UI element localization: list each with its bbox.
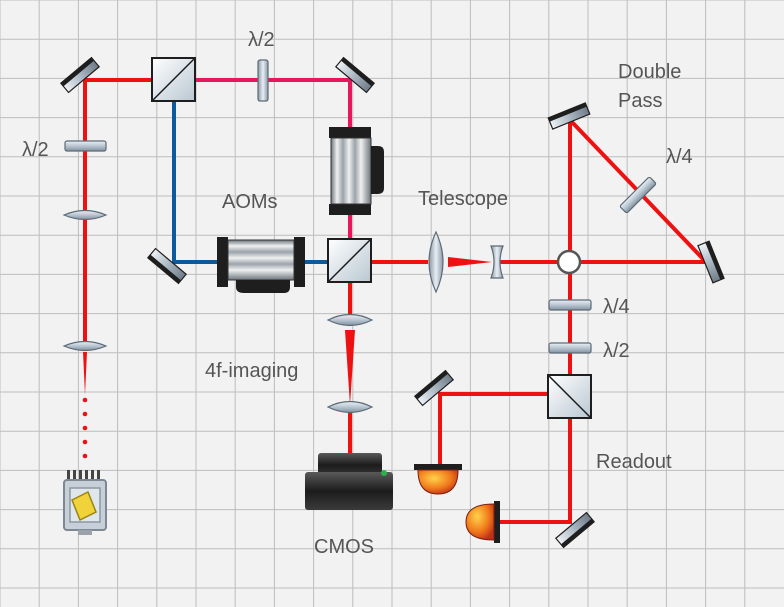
label-lambda2-left: λ/2 [22,139,49,161]
photodiode-upper [414,464,462,495]
beam-splitter-center [327,238,372,283]
waveplates [64,59,657,354]
beam-imaging-focus [345,330,355,405]
label-double-pass-line2: Pass [618,90,662,112]
waveplate-top-lambda2 [257,59,269,102]
mirror-readout-upper [413,369,455,407]
lens-imaging-lower [326,400,374,414]
laser-beams [83,76,709,524]
mirror-top-pink [334,56,376,94]
beam-focus-lower [83,352,87,395]
lens-telescope-convex [428,230,444,294]
beam-splitter-readout [547,374,592,419]
mirror-blue-corner [146,247,188,285]
waveplate-lambda2-vertical [548,342,592,354]
label-telescope: Telescope [418,188,508,210]
mirror-double-pass-top [547,102,591,130]
aom-horizontal [217,237,305,293]
labels: λ/2 λ/2 AOMs Telescope Double Pass λ/4 λ… [22,29,693,558]
label-cmos: CMOS [314,536,374,558]
laser-dotted-beam [82,397,88,459]
photodiode-lower [465,501,500,543]
beam-pink-path [194,78,352,132]
lens-left-upper [62,209,108,221]
label-lambda4-lower: λ/4 [603,296,630,318]
mirror-readout-lower [554,511,596,549]
mirror-double-pass-right [697,240,725,284]
mirror-top-left [59,56,101,94]
lens-telescope-concave [490,245,504,279]
waveplate-left-lambda2 [64,140,107,152]
beam-blue-path [172,100,332,264]
label-4f-imaging: 4f-imaging [205,360,298,382]
beam-telescope-focus [448,257,492,267]
label-double-pass-line1: Double [618,61,681,83]
waveplate-lambda4-diagonal [619,176,657,214]
mirrors [59,56,725,549]
label-lambda2-top: λ/2 [248,29,275,51]
waveplate-lambda4-vertical [548,299,592,311]
beam-readout-top [438,392,550,469]
cmos-camera [305,453,393,510]
lens-imaging-upper [326,313,374,327]
beam-splitters [151,57,592,419]
lens-left-lower [62,340,108,352]
pickoff-ring [556,249,582,275]
label-lambda4-upper: λ/4 [666,146,693,168]
label-lambda2-lower: λ/2 [603,340,630,362]
beam-focus-upper-b [83,280,87,340]
beam-splitter-top [151,57,196,102]
label-readout: Readout [596,451,672,473]
label-aoms: AOMs [222,191,278,213]
beam-focus-upper [83,220,87,280]
aom-vertical [329,127,384,215]
lenses [62,209,504,414]
laser-diode [63,470,107,535]
